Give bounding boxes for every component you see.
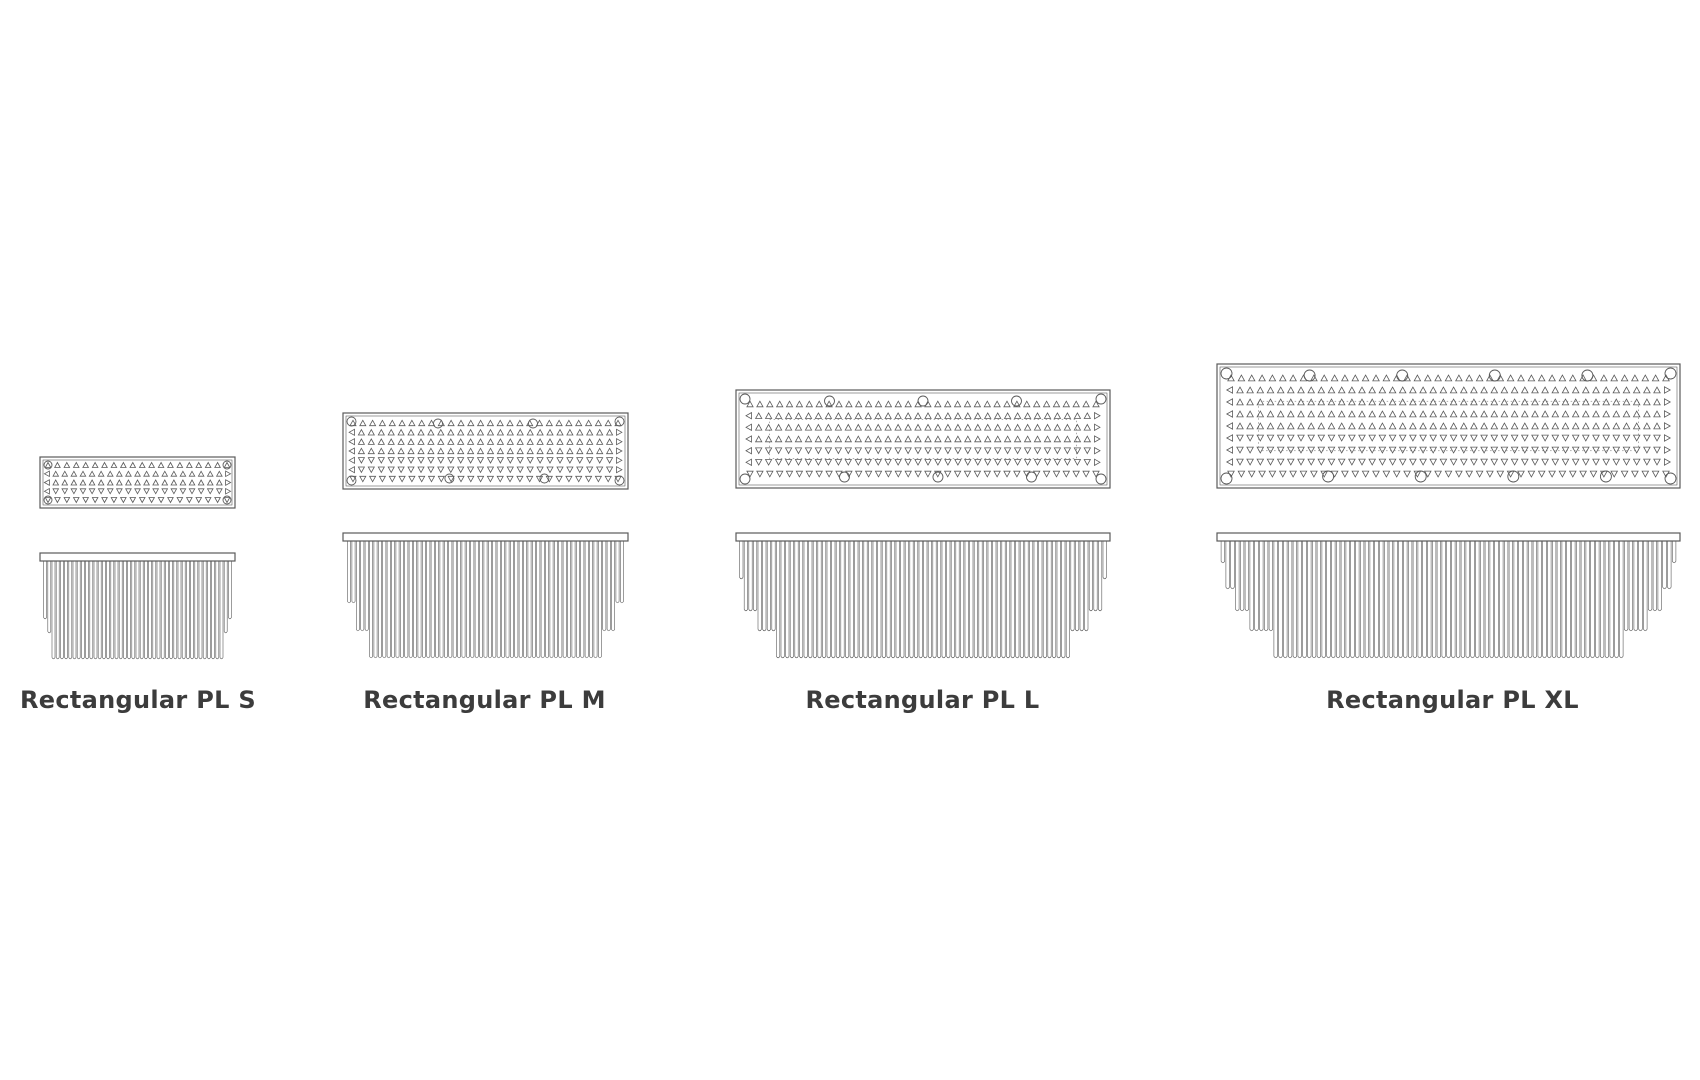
side-view-top-bar bbox=[1216, 532, 1681, 542]
top-view-inner-loop bbox=[769, 419, 1077, 459]
top-view-inner-loop bbox=[1258, 400, 1639, 452]
side-view-s bbox=[39, 552, 236, 660]
top-view-inner-frame bbox=[1219, 366, 1678, 486]
top-view-outer-frame bbox=[39, 456, 236, 509]
product-caption-l: Rectangular PL L bbox=[805, 686, 1040, 714]
side-view-top-bar bbox=[342, 532, 629, 542]
top-view-m bbox=[342, 412, 629, 490]
top-view-outer-frame bbox=[1216, 363, 1681, 489]
top-view-outer-frame bbox=[342, 412, 629, 490]
side-view-top-bar bbox=[39, 552, 236, 562]
side-view-l bbox=[735, 532, 1111, 659]
product-caption-s: Rectangular PL S bbox=[20, 686, 256, 714]
side-view-m bbox=[342, 532, 629, 659]
side-view-xl bbox=[1216, 532, 1681, 659]
top-view-l bbox=[735, 389, 1111, 489]
product-caption-xl: Rectangular PL XL bbox=[1326, 686, 1579, 714]
top-view-inner-frame bbox=[42, 459, 233, 506]
top-view-outer-frame bbox=[735, 389, 1111, 489]
top-view-inner-frame bbox=[738, 392, 1108, 486]
side-view-top-bar bbox=[735, 532, 1111, 542]
top-view-s bbox=[39, 456, 236, 509]
top-view-inner-frame bbox=[345, 415, 626, 487]
product-caption-m: Rectangular PL M bbox=[363, 686, 606, 714]
top-view-xl bbox=[1216, 363, 1681, 489]
